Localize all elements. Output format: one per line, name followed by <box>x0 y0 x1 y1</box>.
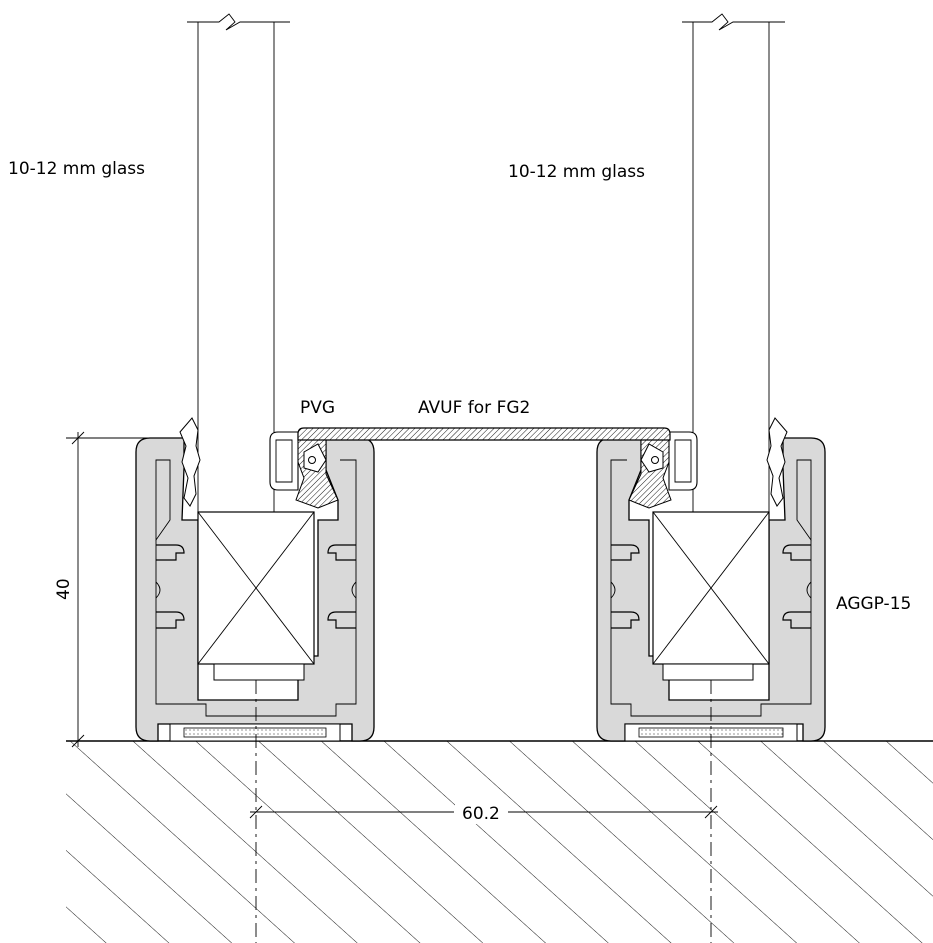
spacing-dimension-label: 60.2 <box>462 804 500 824</box>
glass-label-right: 10-12 mm glass <box>508 162 645 182</box>
pvg-label: PVG <box>300 398 335 418</box>
glass-label-left: 10-12 mm glass <box>8 159 145 179</box>
avuf-cover-strip <box>297 427 671 441</box>
concrete-slab <box>66 740 933 943</box>
center-lines <box>255 680 712 943</box>
profile-label: AGGP-15 <box>836 594 911 614</box>
dimension-height <box>66 431 148 748</box>
height-dimension-label: 40 <box>54 578 74 600</box>
profile-left <box>135 417 375 742</box>
avuf-label: AVUF for FG2 <box>418 398 530 418</box>
dimension-spacing <box>249 805 718 819</box>
profile-right <box>596 417 826 742</box>
